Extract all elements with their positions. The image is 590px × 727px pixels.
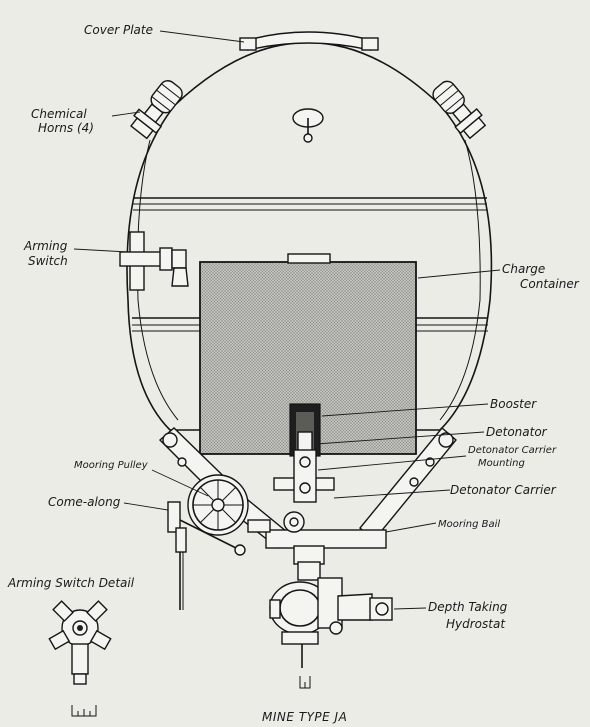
top-fitting [292, 108, 324, 143]
label-mooring-bail: Mooring Bail [438, 519, 500, 530]
label-chemical-horns-line2: Horns (4) [38, 121, 94, 135]
label-depth-taking-hydrostat-line1: Depth Taking [428, 600, 508, 614]
arming-switch-detail-drawing [48, 600, 112, 685]
chemical-horn-right [432, 80, 487, 140]
label-mooring-pulley: Mooring Pulley [74, 460, 149, 471]
label-come-along: Come-along [48, 495, 121, 509]
chemical-horn-left [130, 80, 183, 140]
label-arming-switch-detail: Arming Switch Detail [7, 576, 135, 590]
label-detonator-carrier-mounting-line2: Mounting [478, 458, 525, 469]
cover-plate [239, 31, 379, 51]
detonator-carrier [273, 449, 335, 503]
label-detonator-carrier: Detonator Carrier [450, 483, 557, 497]
scale-mark-center [299, 676, 311, 689]
diagram-title: MINE TYPE JA [262, 710, 347, 724]
label-booster: Booster [490, 397, 537, 411]
label-depth-taking-hydrostat-line2: Hydrostat [446, 617, 506, 631]
scale-mark-detail [71, 705, 97, 717]
label-detonator-carrier-mounting-line1: Detonator Carrier [468, 445, 557, 456]
label-cover-plate: Cover Plate [84, 23, 153, 37]
label-arming-switch-line1: Arming [23, 239, 68, 253]
label-charge-container-line1: Charge [502, 262, 545, 276]
come-along [167, 501, 271, 610]
label-arming-switch-line2: Switch [28, 254, 68, 268]
label-chemical-horns-line1: Chemical [31, 107, 87, 121]
label-detonator: Detonator [486, 425, 548, 439]
label-charge-container-line2: Container [520, 277, 580, 291]
mooring-pulley [187, 474, 305, 536]
leader-lines [73, 30, 501, 610]
depth-taking-hydrostat [269, 561, 393, 668]
arming-switch [119, 231, 189, 291]
